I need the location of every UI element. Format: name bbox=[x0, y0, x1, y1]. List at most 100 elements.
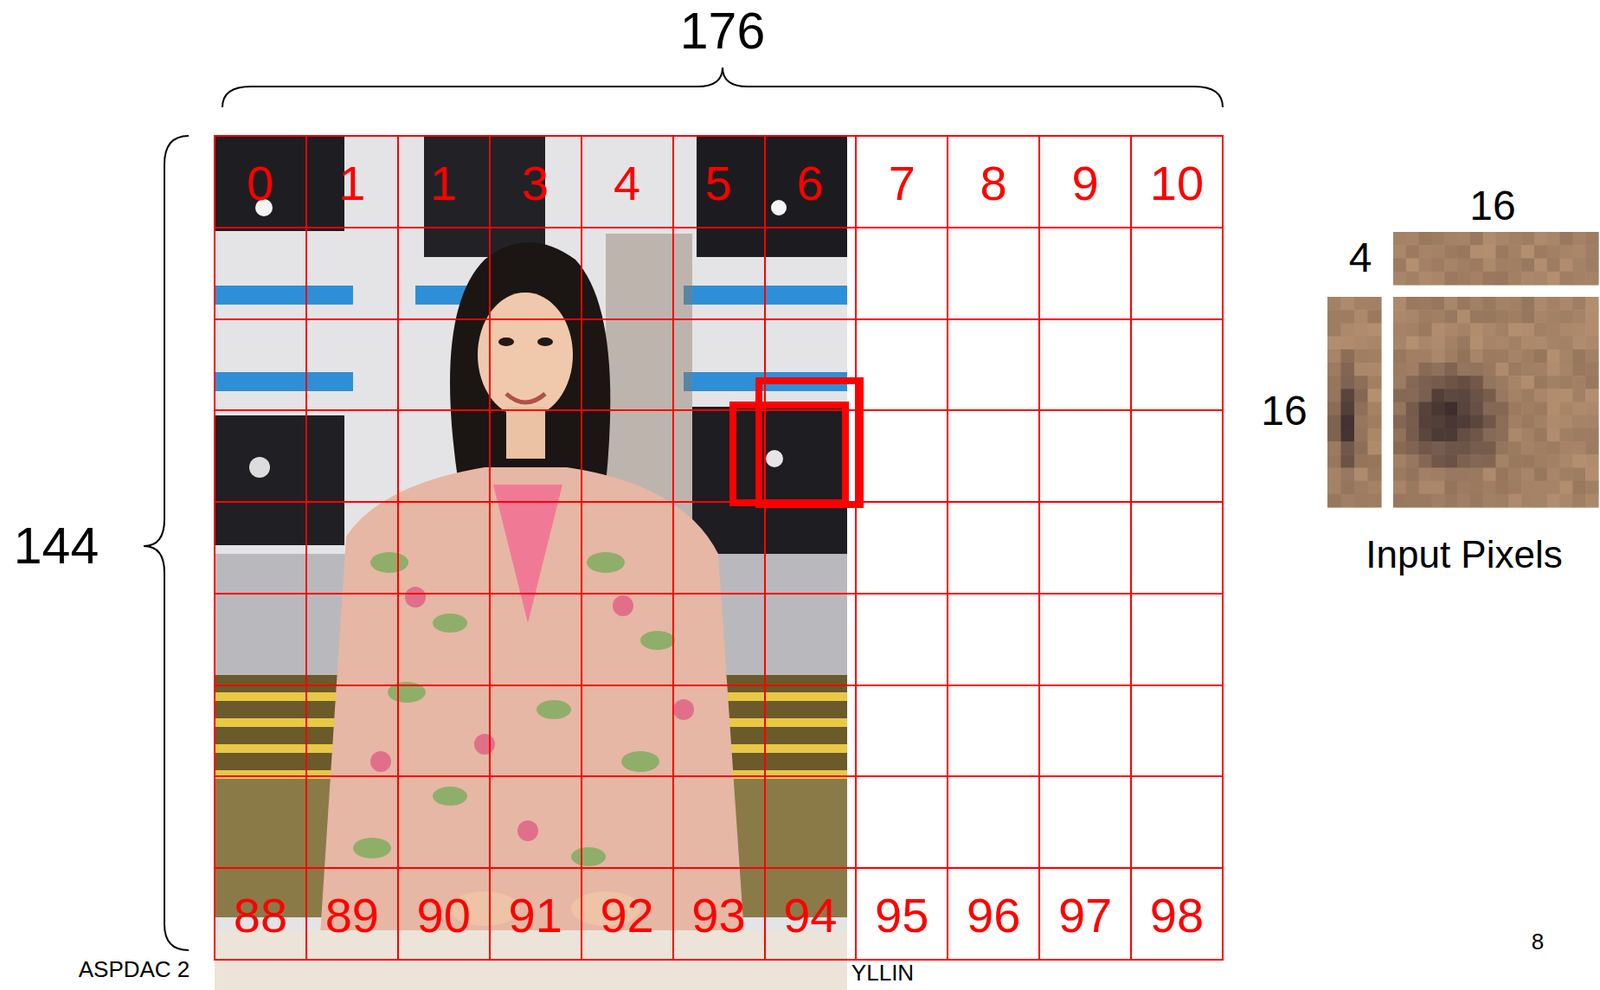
pixel bbox=[1354, 428, 1369, 443]
pixel bbox=[1327, 494, 1342, 508]
pixel bbox=[1341, 428, 1356, 443]
pixel bbox=[1341, 402, 1356, 417]
pixel bbox=[1354, 309, 1369, 324]
pixel bbox=[1341, 362, 1356, 377]
pixel bbox=[1354, 402, 1369, 417]
pixel bbox=[1483, 309, 1497, 324]
pixel bbox=[1560, 336, 1574, 351]
pixel bbox=[1483, 349, 1497, 364]
pixel bbox=[1547, 231, 1561, 246]
pixel bbox=[1521, 388, 1535, 403]
pixel bbox=[1327, 467, 1342, 482]
pixel bbox=[1547, 322, 1561, 337]
pixel bbox=[1496, 494, 1510, 508]
pixel bbox=[1393, 494, 1407, 508]
pixel bbox=[1327, 481, 1342, 495]
pixel bbox=[1534, 258, 1548, 273]
pixel bbox=[1406, 322, 1420, 337]
pixel bbox=[1393, 296, 1407, 311]
pixel bbox=[1585, 467, 1599, 482]
macroblock-number: 92 bbox=[599, 891, 654, 940]
pixel bbox=[1470, 231, 1484, 246]
pixel bbox=[1341, 415, 1356, 430]
pixel bbox=[1534, 441, 1548, 456]
pixel bbox=[1419, 362, 1433, 377]
pixel bbox=[1547, 309, 1561, 324]
pixel bbox=[1406, 349, 1420, 364]
pixel bbox=[1341, 309, 1356, 324]
pixel bbox=[1368, 309, 1382, 324]
pixel bbox=[1393, 322, 1407, 337]
pixel bbox=[1521, 428, 1535, 443]
pixel bbox=[1521, 309, 1535, 324]
pixel bbox=[1483, 244, 1497, 259]
pixel bbox=[1560, 428, 1574, 443]
pixel bbox=[1585, 454, 1599, 469]
pixel bbox=[1341, 375, 1356, 390]
pixel bbox=[1560, 258, 1574, 273]
pixel bbox=[1393, 336, 1407, 351]
pixel bbox=[1547, 349, 1561, 364]
pixel bbox=[1470, 271, 1484, 286]
pixel bbox=[1572, 481, 1586, 495]
pixel bbox=[1547, 271, 1561, 286]
pixel bbox=[1368, 467, 1382, 482]
pixel bbox=[1419, 428, 1433, 443]
pixel bbox=[1327, 336, 1342, 351]
pixel bbox=[1419, 258, 1433, 273]
pixel bbox=[1483, 296, 1497, 311]
pixel bbox=[1508, 375, 1522, 390]
pixel bbox=[1508, 454, 1522, 469]
pixel bbox=[1483, 481, 1497, 495]
pixel bbox=[1393, 441, 1407, 456]
pixel bbox=[1534, 362, 1548, 377]
pixel bbox=[1341, 467, 1356, 482]
pixel bbox=[1521, 244, 1535, 259]
pixel bbox=[1534, 322, 1548, 337]
pixel bbox=[1470, 494, 1484, 508]
pixel bbox=[1508, 441, 1522, 456]
pixel bbox=[1354, 494, 1369, 508]
pixel bbox=[1547, 402, 1561, 417]
pixel bbox=[1560, 362, 1574, 377]
macroblock-number: 5 bbox=[705, 159, 733, 208]
pixel bbox=[1496, 336, 1510, 351]
pixel bbox=[1341, 494, 1356, 508]
pixel bbox=[1547, 388, 1561, 403]
pixel bbox=[1470, 244, 1484, 259]
pixel bbox=[1534, 296, 1548, 311]
pixel bbox=[1508, 362, 1522, 377]
pixel bbox=[1368, 349, 1382, 364]
macroblock-number: 6 bbox=[796, 159, 824, 208]
pixel bbox=[1341, 388, 1356, 403]
pixel bbox=[1327, 349, 1342, 364]
pixel bbox=[1444, 322, 1458, 337]
pixel bbox=[1419, 231, 1433, 246]
pixel bbox=[1470, 375, 1484, 390]
pixel bbox=[1431, 258, 1445, 273]
pixel bbox=[1393, 362, 1407, 377]
pixel bbox=[1508, 428, 1522, 443]
top-pixel-row bbox=[1393, 231, 1600, 286]
macroblock-number: 98 bbox=[1150, 891, 1204, 940]
pixel bbox=[1406, 258, 1420, 273]
pixel bbox=[1534, 428, 1548, 443]
pixel bbox=[1354, 336, 1369, 351]
pixel bbox=[1534, 231, 1548, 246]
pixel bbox=[1419, 481, 1433, 495]
pixel bbox=[1470, 349, 1484, 364]
macroblock-number: 9 bbox=[1071, 159, 1099, 208]
pixel bbox=[1534, 494, 1548, 508]
pixel bbox=[1547, 415, 1561, 430]
pixel bbox=[1521, 322, 1535, 337]
pixel bbox=[1572, 441, 1586, 456]
pixel bbox=[1393, 402, 1407, 417]
pixel bbox=[1354, 441, 1369, 456]
pixel bbox=[1547, 336, 1561, 351]
pixel bbox=[1508, 244, 1522, 259]
pixel bbox=[1406, 454, 1420, 469]
pixel bbox=[1496, 296, 1510, 311]
pixel bbox=[1457, 322, 1471, 337]
pixel bbox=[1534, 349, 1548, 364]
pixel bbox=[1496, 415, 1510, 430]
